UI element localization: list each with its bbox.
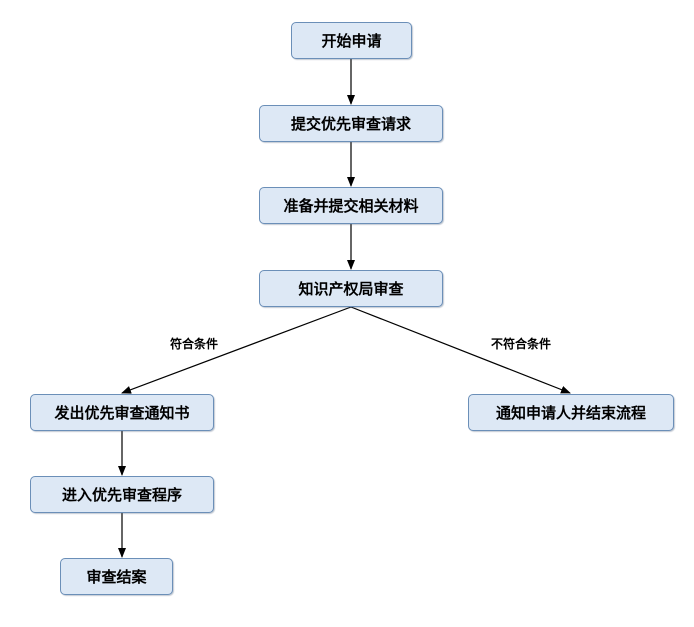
node-enter-priority-procedure: 进入优先审查程序 (30, 476, 214, 513)
arrow-review-to-reject (350, 306, 571, 394)
node-start-application: 开始申请 (291, 22, 412, 59)
node-prepare-materials: 准备并提交相关材料 (259, 187, 443, 224)
arrow-review-to-notice (121, 306, 352, 394)
edge-label-not-meets-conditions: 不符合条件 (491, 337, 552, 351)
node-review-closed: 审查结案 (60, 558, 173, 595)
node-submit-priority-request: 提交优先审查请求 (259, 105, 443, 142)
node-issue-priority-notice: 发出优先审查通知书 (30, 394, 214, 431)
node-notify-and-end: 通知申请人并结束流程 (468, 394, 674, 431)
edge-label-meets-conditions: 符合条件 (170, 337, 219, 351)
node-ip-office-review: 知识产权局审查 (259, 270, 443, 307)
